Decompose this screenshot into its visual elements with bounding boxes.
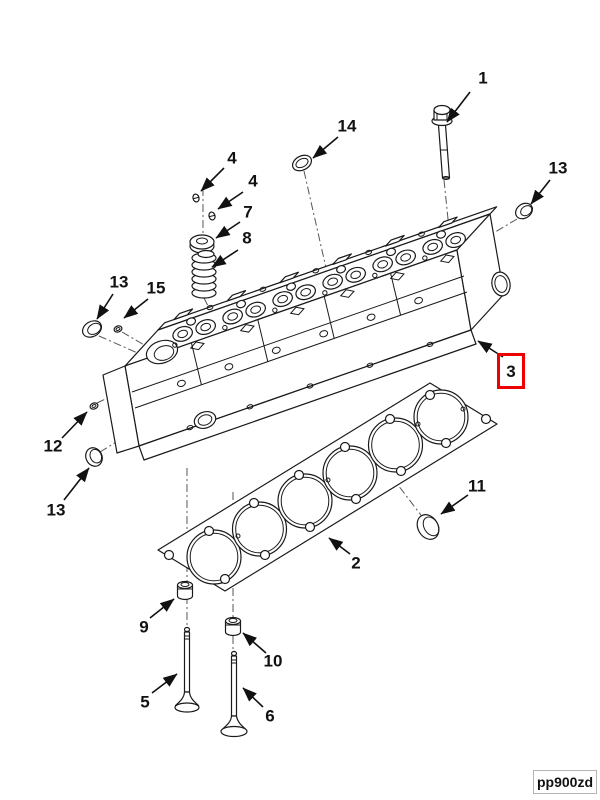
- valve-seal-9-art: [178, 582, 193, 600]
- figure-code: pp900zd: [533, 770, 597, 794]
- cup-plug-11-art: [413, 511, 443, 544]
- head-gasket-art: [158, 383, 497, 591]
- callout-part-9[interactable]: 9: [139, 617, 149, 637]
- o-ring-15-art: [113, 325, 123, 333]
- head-bolt-art: [432, 106, 452, 180]
- valve-seal-10-art: [226, 618, 241, 636]
- callout-part-7[interactable]: 7: [243, 202, 253, 222]
- callout-part-5[interactable]: 5: [140, 692, 150, 712]
- callout-part-13-left[interactable]: 13: [109, 272, 129, 292]
- o-ring-12-art: [89, 402, 99, 410]
- callout-part-2[interactable]: 2: [351, 553, 361, 573]
- callout-part-6[interactable]: 6: [265, 706, 275, 726]
- callout-part-4-lower[interactable]: 4: [248, 171, 258, 191]
- callout-part-13-top-right[interactable]: 13: [548, 158, 568, 178]
- callout-part-8[interactable]: 8: [242, 228, 252, 248]
- cup-plug-13-top-right-art: [513, 200, 536, 222]
- callout-part-11[interactable]: 11: [468, 476, 486, 496]
- callout-part-10[interactable]: 10: [263, 651, 283, 671]
- highlighted-callout-box[interactable]: 3: [497, 353, 525, 389]
- callout-arrows: [62, 92, 550, 707]
- callout-part-15[interactable]: 15: [146, 278, 166, 298]
- seal-ring-14-art: [290, 152, 314, 174]
- valve-6-art: [221, 652, 247, 737]
- callout-part-12[interactable]: 12: [43, 436, 63, 456]
- callout-part-14[interactable]: 14: [337, 116, 357, 136]
- callout-part-1[interactable]: 1: [478, 68, 488, 88]
- callout-part-3[interactable]: 3: [506, 361, 516, 381]
- callout-part-4-upper[interactable]: 4: [227, 148, 237, 168]
- cup-plug-13-bottom-left-art: [83, 445, 106, 469]
- valve-spring-art: [192, 251, 216, 299]
- spring-retainer-art: [190, 235, 214, 253]
- cup-plug-13-left-art: [80, 318, 105, 341]
- cylinder-head-art: [103, 207, 512, 460]
- valve-5-art: [175, 628, 199, 713]
- callout-part-13-bottom-left[interactable]: 13: [46, 500, 66, 520]
- valve-keeper-upper-art: [192, 193, 200, 202]
- valve-keeper-lower-art: [208, 211, 216, 220]
